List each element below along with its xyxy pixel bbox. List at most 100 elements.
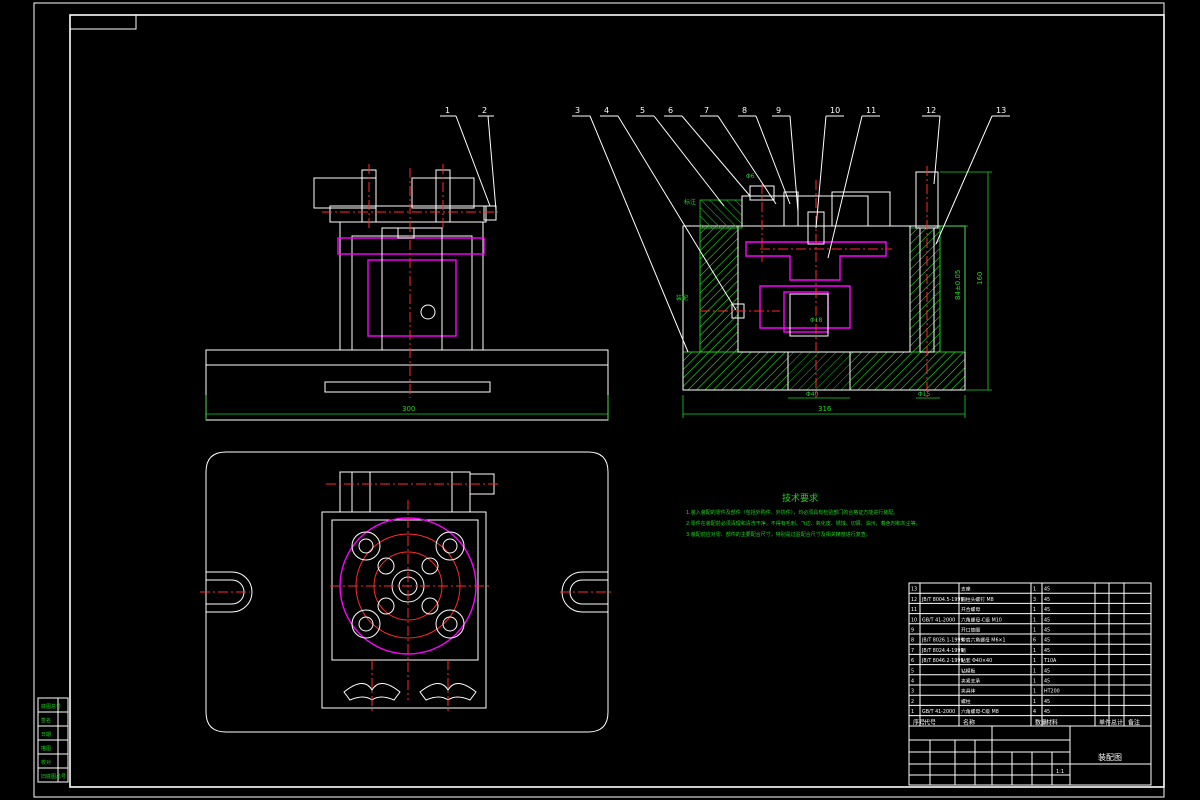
bom-cell: 1	[1033, 699, 1036, 705]
bom-cell: JB/T 8004.5-1999	[921, 597, 964, 603]
bom-cell: 销	[961, 647, 966, 654]
bom-cell: 带肩六角螺母 M6×1	[961, 637, 1006, 644]
balloon-5: 5	[640, 106, 645, 115]
bom-cell: 开合螺母	[961, 606, 980, 613]
bom-cell: 45	[1044, 679, 1050, 685]
front-balloons: 1 2	[440, 106, 497, 211]
bom-cell: 45	[1044, 628, 1050, 634]
tech-req-line-1: 1.装入装配的零件及部件（包括外购件、外协件），均必须具有检验部门的合格证方能进…	[686, 509, 898, 516]
bom-cell: 1	[1033, 658, 1036, 664]
label-a: 标注	[684, 198, 696, 206]
bom-cell: 1	[1033, 689, 1036, 695]
small-dim: Φ15	[918, 391, 931, 398]
bom-cell: 5	[911, 668, 914, 674]
bom-header-cell: 单件	[1099, 719, 1111, 727]
bom-header-cell: 总计	[1111, 719, 1123, 727]
balloon-2: 2	[482, 106, 487, 115]
strip-label-4: 描图	[41, 745, 51, 752]
label-c: Φ6	[746, 173, 755, 180]
bom-cell: 6	[1033, 638, 1036, 644]
bom-cell: 夹紧支承	[961, 678, 980, 685]
bom-cell: 支座	[961, 586, 971, 593]
bom-header-cell: 数量	[1035, 719, 1047, 727]
bom-cell: 钻套 Φ40×40	[961, 657, 992, 664]
bom-cell: 45	[1044, 607, 1050, 613]
bom-cell: 4	[1033, 709, 1036, 715]
scale-value: 1:1	[1056, 769, 1064, 775]
bom-cell: 11	[911, 607, 917, 613]
balloon-3: 3	[575, 106, 580, 115]
label-b: 装配	[676, 294, 688, 302]
boss-holes	[351, 531, 465, 639]
bom-cell: 圆柱头螺钉 M8	[961, 596, 994, 603]
bom-cell: 45	[1044, 587, 1050, 593]
center-dim: Φ18	[810, 317, 823, 324]
balloon-8: 8	[742, 106, 747, 115]
bom-cell: 45	[1044, 597, 1050, 603]
strip-label-2: 签名	[41, 717, 51, 724]
bore-dim: Φ40	[806, 391, 819, 398]
inner-border	[69, 14, 1165, 788]
bom-header-cell: 名称	[963, 719, 975, 727]
section-balloons: 3 4 5 6 7 8 9 10 11 12 13	[572, 106, 1010, 353]
bom-cell: 1	[1033, 668, 1036, 674]
tech-req-line-2: 2.零件在装配前必须清理和清洗干净，不得有毛刺、飞边、氧化皮、锈蚀、切屑、油污、…	[686, 520, 921, 527]
bom-cell: 13	[911, 587, 917, 593]
bom-cell: GB/T 41-2000	[922, 709, 955, 715]
bom-cell: 开口垫圈	[961, 627, 980, 634]
strip-label-5: 校对	[41, 759, 51, 766]
balloon-9: 9	[776, 106, 781, 115]
corner-stamp-box	[69, 14, 137, 30]
bom-cell: 1	[911, 709, 914, 715]
balloon-7: 7	[704, 106, 709, 115]
bom-cell: 1	[1033, 587, 1036, 593]
balloon-11: 11	[866, 106, 876, 115]
section-view: 316 160 84±0.05 Φ40 Φ15 Φ18 标注 装配 Φ6	[676, 166, 992, 418]
section-width-dim: 316	[818, 405, 832, 413]
bom-cell: 8	[911, 638, 914, 644]
bom-cell: 钻模板	[961, 667, 976, 674]
bom-cell: 4	[911, 679, 914, 685]
bom-cell: HT200	[1044, 689, 1060, 695]
bom-cell: 45	[1044, 617, 1050, 623]
bom-cell: 六角螺母-C级 M8	[961, 708, 999, 715]
drawing-title: 装配图	[1098, 752, 1122, 762]
technical-requirements: 技术要求 1.装入装配的零件及部件（包括外购件、外协件），均必须具有检验部门的合…	[686, 492, 921, 538]
strip-label-1: 底图总号	[41, 703, 61, 710]
outer-border	[33, 2, 1165, 798]
bom-cell: 1	[1033, 679, 1036, 685]
title-block: 装配图 1:1	[908, 725, 1152, 786]
bom-header-cell: 代号	[924, 719, 936, 727]
bom-cell: 45	[1044, 699, 1050, 705]
height-inner-dim: 84±0.05	[954, 270, 962, 300]
height-total-dim: 160	[976, 272, 984, 285]
bom-header-cell: 备注	[1128, 719, 1140, 727]
bom-cell: 10	[911, 617, 917, 623]
bom-cell: 3	[1033, 597, 1036, 603]
top-view	[200, 451, 614, 733]
balloon-13: 13	[996, 106, 1006, 115]
balloon-12: 12	[926, 106, 936, 115]
front-width-dim: 300	[402, 405, 415, 413]
bom-cell: 1	[1033, 628, 1036, 634]
bom-header-cell: 序号	[913, 719, 925, 727]
bom-cell: JB/T 8046.2-1999	[921, 658, 964, 664]
balloon-6: 6	[668, 106, 673, 115]
strip-label-3: 日期	[41, 732, 51, 738]
bom-cell: 9	[911, 628, 914, 634]
bom-cell: 45	[1044, 668, 1050, 674]
balloon-10: 10	[830, 106, 840, 115]
bom-cell: 12	[911, 597, 917, 603]
bom-cell: T10A	[1043, 658, 1057, 664]
bom-cell: 六角螺母-C级 M10	[961, 616, 1002, 623]
bom-cell: 螺柱	[961, 698, 971, 705]
bom-cell: 3	[911, 689, 914, 695]
tech-req-title: 技术要求	[782, 492, 818, 504]
bom-header-cell: 材料	[1046, 719, 1058, 727]
balloon-4: 4	[604, 106, 609, 115]
bom-cell: 45	[1044, 638, 1050, 644]
bom-cell: 7	[911, 648, 914, 654]
bom-cell: 2	[911, 699, 914, 705]
